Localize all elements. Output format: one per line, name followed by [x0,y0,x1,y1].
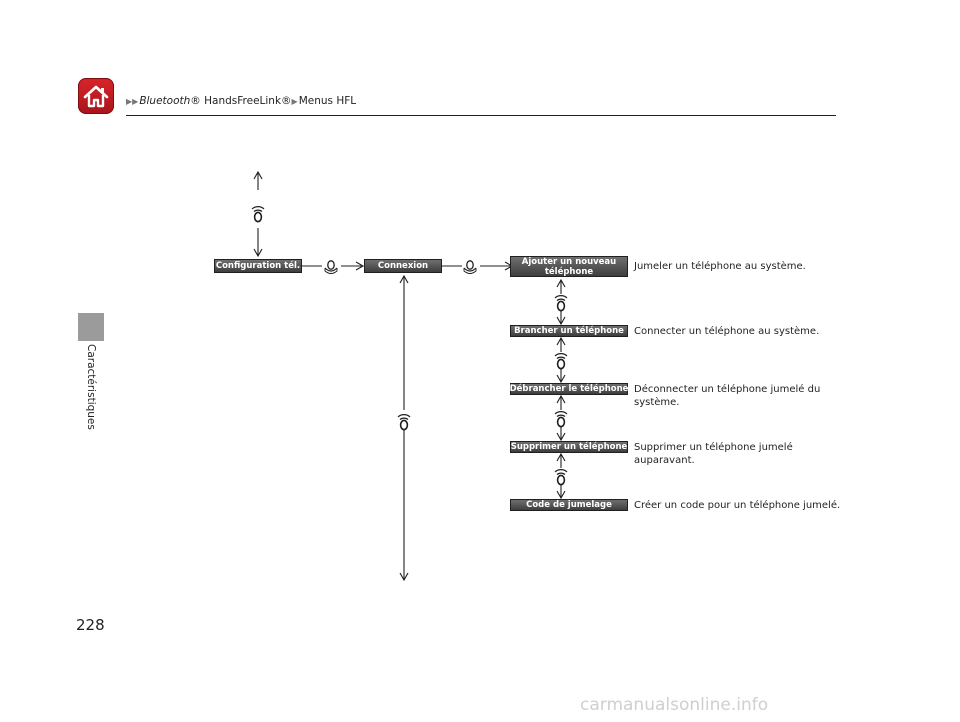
breadcrumb-item-menus[interactable]: Menus HFL [298,95,357,107]
menu-item-pairing-code[interactable]: Code de jumelage [510,499,628,511]
item-description: Créer un code pour un téléphone jumelé. [634,500,841,511]
item-connector [554,278,568,500]
breadcrumb-arrow-icon: ▶ [291,97,298,106]
breadcrumb-item-hfl[interactable]: ® HandsFreeLink® [190,95,292,107]
watermark: carmanualsonline.info [580,695,769,715]
header-divider [126,115,836,116]
item-description: Supprimer un téléphone jumelé auparavant… [634,442,793,466]
item-description: Connecter un téléphone au système. [634,326,820,337]
menu-item-connect-phone[interactable]: Brancher un téléphone [510,325,628,337]
page-number: 228 [76,616,105,634]
breadcrumb-arrow-icon: ▶▶ [126,97,139,106]
section-tab[interactable] [78,313,104,341]
home-button[interactable] [78,78,114,114]
menu-item-delete-phone[interactable]: Supprimer un téléphone [510,441,628,453]
menu-item-add-phone[interactable]: Ajouter un nouveau téléphone [510,256,628,277]
section-tab-label: Caractéristiques [85,344,97,430]
menu-item-connexion[interactable]: Connexion [364,259,442,273]
item-description: Déconnecter un téléphone jumelé du systè… [634,384,821,408]
menu-item-configuration[interactable]: Configuration tél. [214,259,302,273]
breadcrumb: ▶▶Bluetooth® HandsFreeLink®▶Menus HFL [126,94,356,109]
breadcrumb-item-bluetooth[interactable]: Bluetooth [139,95,191,107]
menu-item-disconnect-phone[interactable]: Débrancher le téléphone [509,383,629,395]
home-icon [83,85,109,108]
item-description: Jumeler un téléphone au système. [634,261,806,272]
